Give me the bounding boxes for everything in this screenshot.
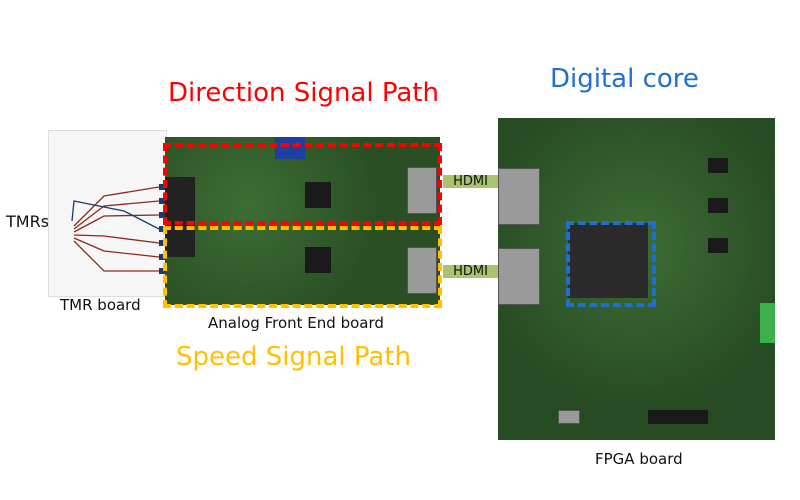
hdmi-connector-speed: HDMI xyxy=(443,265,498,278)
pin-header xyxy=(648,410,708,424)
direction-signal-path-title: Direction Signal Path xyxy=(168,78,439,108)
fpga-board-image xyxy=(498,118,775,440)
hdmi-port xyxy=(498,248,540,305)
terminal-block xyxy=(165,177,195,257)
fpga-board-label: FPGA board xyxy=(595,450,683,468)
direction-path-outline xyxy=(163,143,442,225)
digital-core-title: Digital core xyxy=(550,64,699,94)
hdmi-port xyxy=(498,168,540,225)
tmr-board-image xyxy=(48,130,197,297)
fpga-chip xyxy=(568,223,648,298)
hdmi-connector-direction: HDMI xyxy=(443,175,498,188)
speed-path-outline xyxy=(163,226,442,308)
tmrs-label: TMRs xyxy=(6,212,50,231)
green-connector xyxy=(760,303,775,343)
hdmi-port xyxy=(407,247,437,294)
adc-chip xyxy=(305,182,331,208)
analog-front-end-board-image xyxy=(165,137,440,305)
tmr-board-label: TMR board xyxy=(60,296,141,314)
digital-core-outline xyxy=(566,221,656,307)
potentiometer xyxy=(275,137,305,159)
adc-chip xyxy=(305,247,331,273)
component xyxy=(708,198,728,213)
component xyxy=(708,158,728,173)
component xyxy=(708,238,728,253)
speed-signal-path-title: Speed Signal Path xyxy=(176,342,412,372)
afe-board-label: Analog Front End board xyxy=(208,314,384,332)
hdmi-port xyxy=(407,167,437,214)
tmr-traces xyxy=(71,186,160,272)
usb-port xyxy=(558,410,580,424)
